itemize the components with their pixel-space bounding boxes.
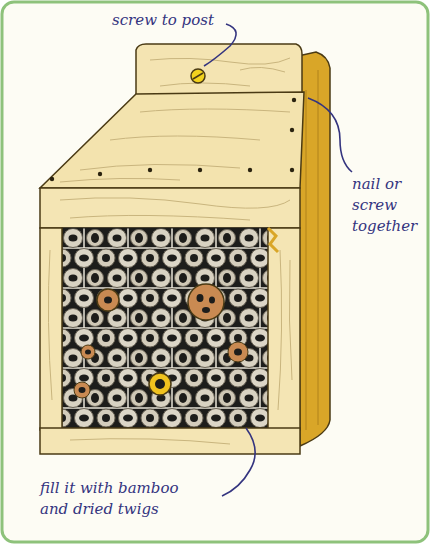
insect-mark bbox=[268, 228, 278, 252]
leader-lines bbox=[204, 24, 352, 496]
wood-grain bbox=[150, 58, 290, 86]
bottom-board bbox=[40, 428, 300, 454]
wood-grain bbox=[60, 109, 290, 182]
wood-grain bbox=[48, 250, 292, 444]
back-board bbox=[136, 44, 302, 96]
bamboo-twig-fill bbox=[62, 228, 270, 428]
wood-grain bbox=[60, 198, 290, 220]
callout-label: nail or screw together bbox=[352, 174, 424, 237]
roof-lid bbox=[40, 92, 304, 188]
nail-holes bbox=[50, 98, 296, 181]
screw-slot bbox=[193, 73, 203, 79]
callout-label: screw to post bbox=[112, 10, 242, 31]
wood-grain bbox=[306, 70, 318, 430]
lid-front bbox=[40, 188, 300, 228]
left-post bbox=[40, 228, 62, 430]
callout-label: fill it with bamboo and dried twigs bbox=[40, 478, 208, 520]
screw-head bbox=[191, 69, 205, 83]
feature-tubes bbox=[74, 284, 248, 398]
right-post bbox=[268, 228, 300, 430]
